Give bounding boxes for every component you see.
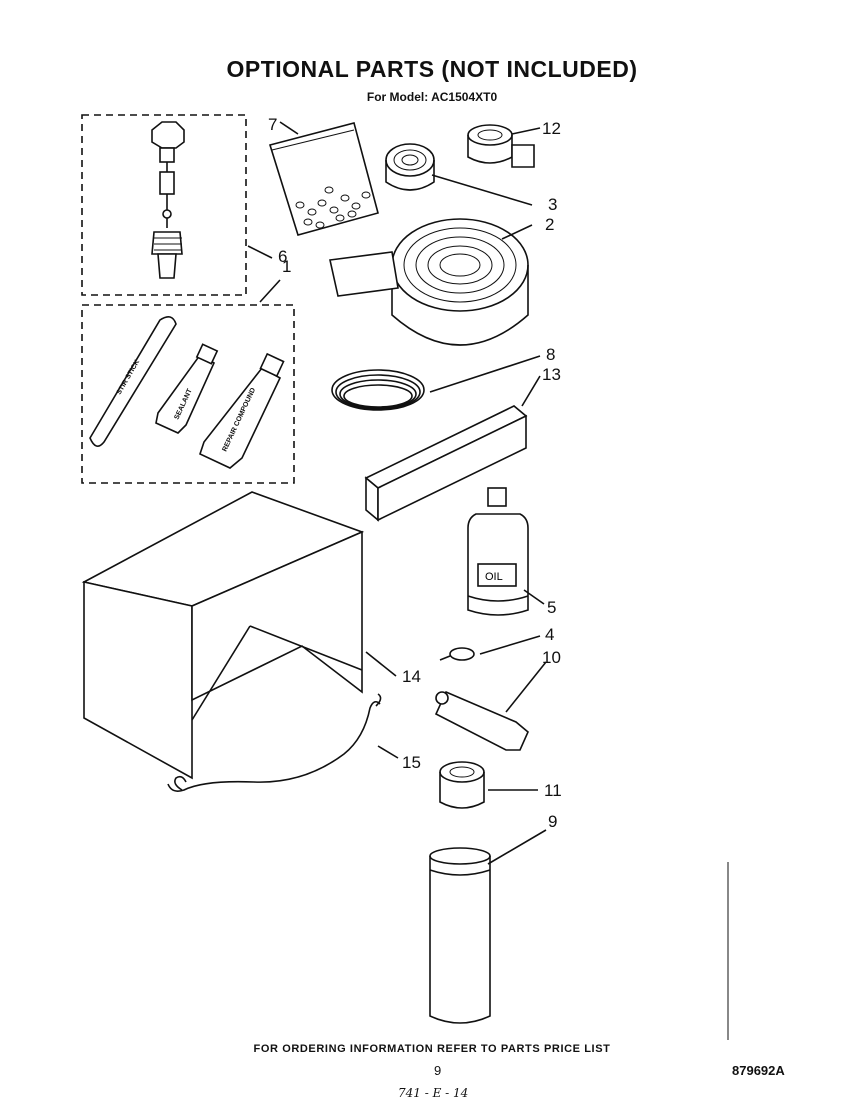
bungee-cord-illustration (167, 693, 382, 792)
document-number: 879692A (732, 1063, 785, 1078)
grease-tube-illustration (434, 690, 529, 751)
small-tape-roll-illustration (385, 143, 435, 191)
oil-label-text: OIL (485, 571, 503, 583)
valve-fitting-illustration (151, 121, 185, 279)
oil-bottle-illustration: OIL (467, 487, 529, 616)
part-label-14: 14 (402, 667, 421, 686)
part-label-10: 10 (542, 648, 561, 667)
part-label-4: 4 (545, 625, 554, 644)
coiled-tubing-illustration (331, 369, 425, 411)
part-label-12: 12 (542, 119, 561, 138)
washer-bag-illustration (268, 122, 379, 236)
cover-illustration (81, 491, 365, 780)
small-roll-illustration (439, 761, 485, 809)
repair-compound-tube-illustration: REPAIR COMPOUND (199, 352, 285, 469)
part-label-1: 1 (282, 257, 291, 276)
part-label-2: 2 (545, 215, 554, 234)
repair-kit-box: STIR STICK SEALANT REPAIR COMPOUND (81, 304, 295, 484)
handwritten-note: 741 - E - 14 (398, 1086, 469, 1100)
foam-tape-illustration (467, 124, 535, 168)
part-label-3: 3 (548, 195, 557, 214)
leader-lines (247, 121, 547, 865)
part-label-5: 5 (547, 598, 556, 617)
ordering-footer: FOR ORDERING INFORMATION REFER TO PARTS … (253, 1043, 611, 1055)
sealant-tube-illustration: SEALANT (155, 343, 219, 434)
spray-can-illustration (429, 847, 491, 1024)
model-subtitle: For Model: AC1504XT0 (366, 90, 498, 104)
part-label-8: 8 (546, 345, 555, 364)
part-label-6: 6 (278, 247, 287, 266)
page-title: OPTIONAL PARTS (NOT INCLUDED) (226, 56, 638, 82)
insulation-roll-illustration (329, 218, 529, 346)
part-label-7: 7 (268, 115, 277, 134)
plug-illustration (439, 647, 475, 661)
part-label-13: 13 (542, 365, 561, 384)
part-label-9: 9 (548, 812, 557, 831)
part-label-11: 11 (544, 781, 562, 800)
foam-strip-illustration (364, 405, 528, 522)
part-label-15: 15 (402, 753, 421, 772)
valve-kit-box (81, 114, 247, 296)
page-number: 9 (434, 1063, 442, 1078)
